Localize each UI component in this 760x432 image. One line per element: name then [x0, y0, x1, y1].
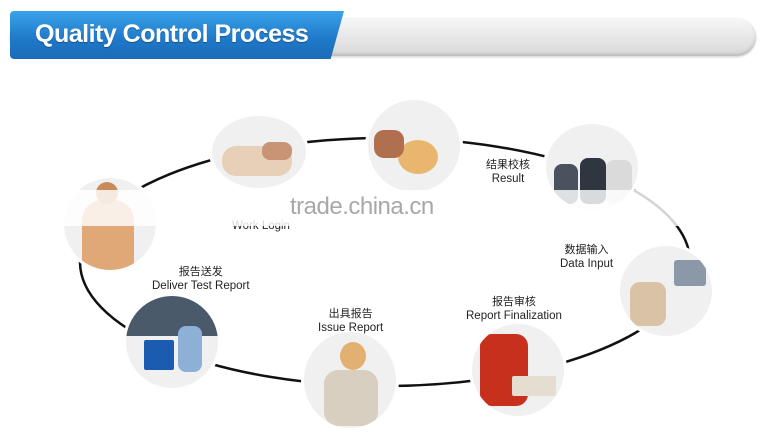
- step-label-report-finalization: 报告审核 Report Finalization: [466, 295, 562, 322]
- photo-report-finalization: [472, 324, 564, 416]
- photo-data-input: [620, 246, 712, 336]
- watermark-band: [60, 190, 680, 226]
- step-label-result: 结果校核 Result: [486, 158, 530, 185]
- photo-deliver-report: [126, 296, 218, 388]
- photo-lab-analysis: [368, 100, 460, 192]
- step-label-issue-report: 出具报告 Issue Report: [318, 307, 384, 334]
- step-label-data-input: 数据输入 Data Input: [560, 243, 614, 270]
- watermark-text: trade.china.cn: [290, 193, 434, 220]
- header-title-box: [10, 11, 344, 59]
- photo-work-login: [212, 116, 306, 188]
- step-label-deliver-report: 报告送发 Deliver Test Report: [152, 265, 250, 292]
- page-title: Quality Control Process: [35, 20, 309, 48]
- photo-issue-report: [304, 332, 396, 428]
